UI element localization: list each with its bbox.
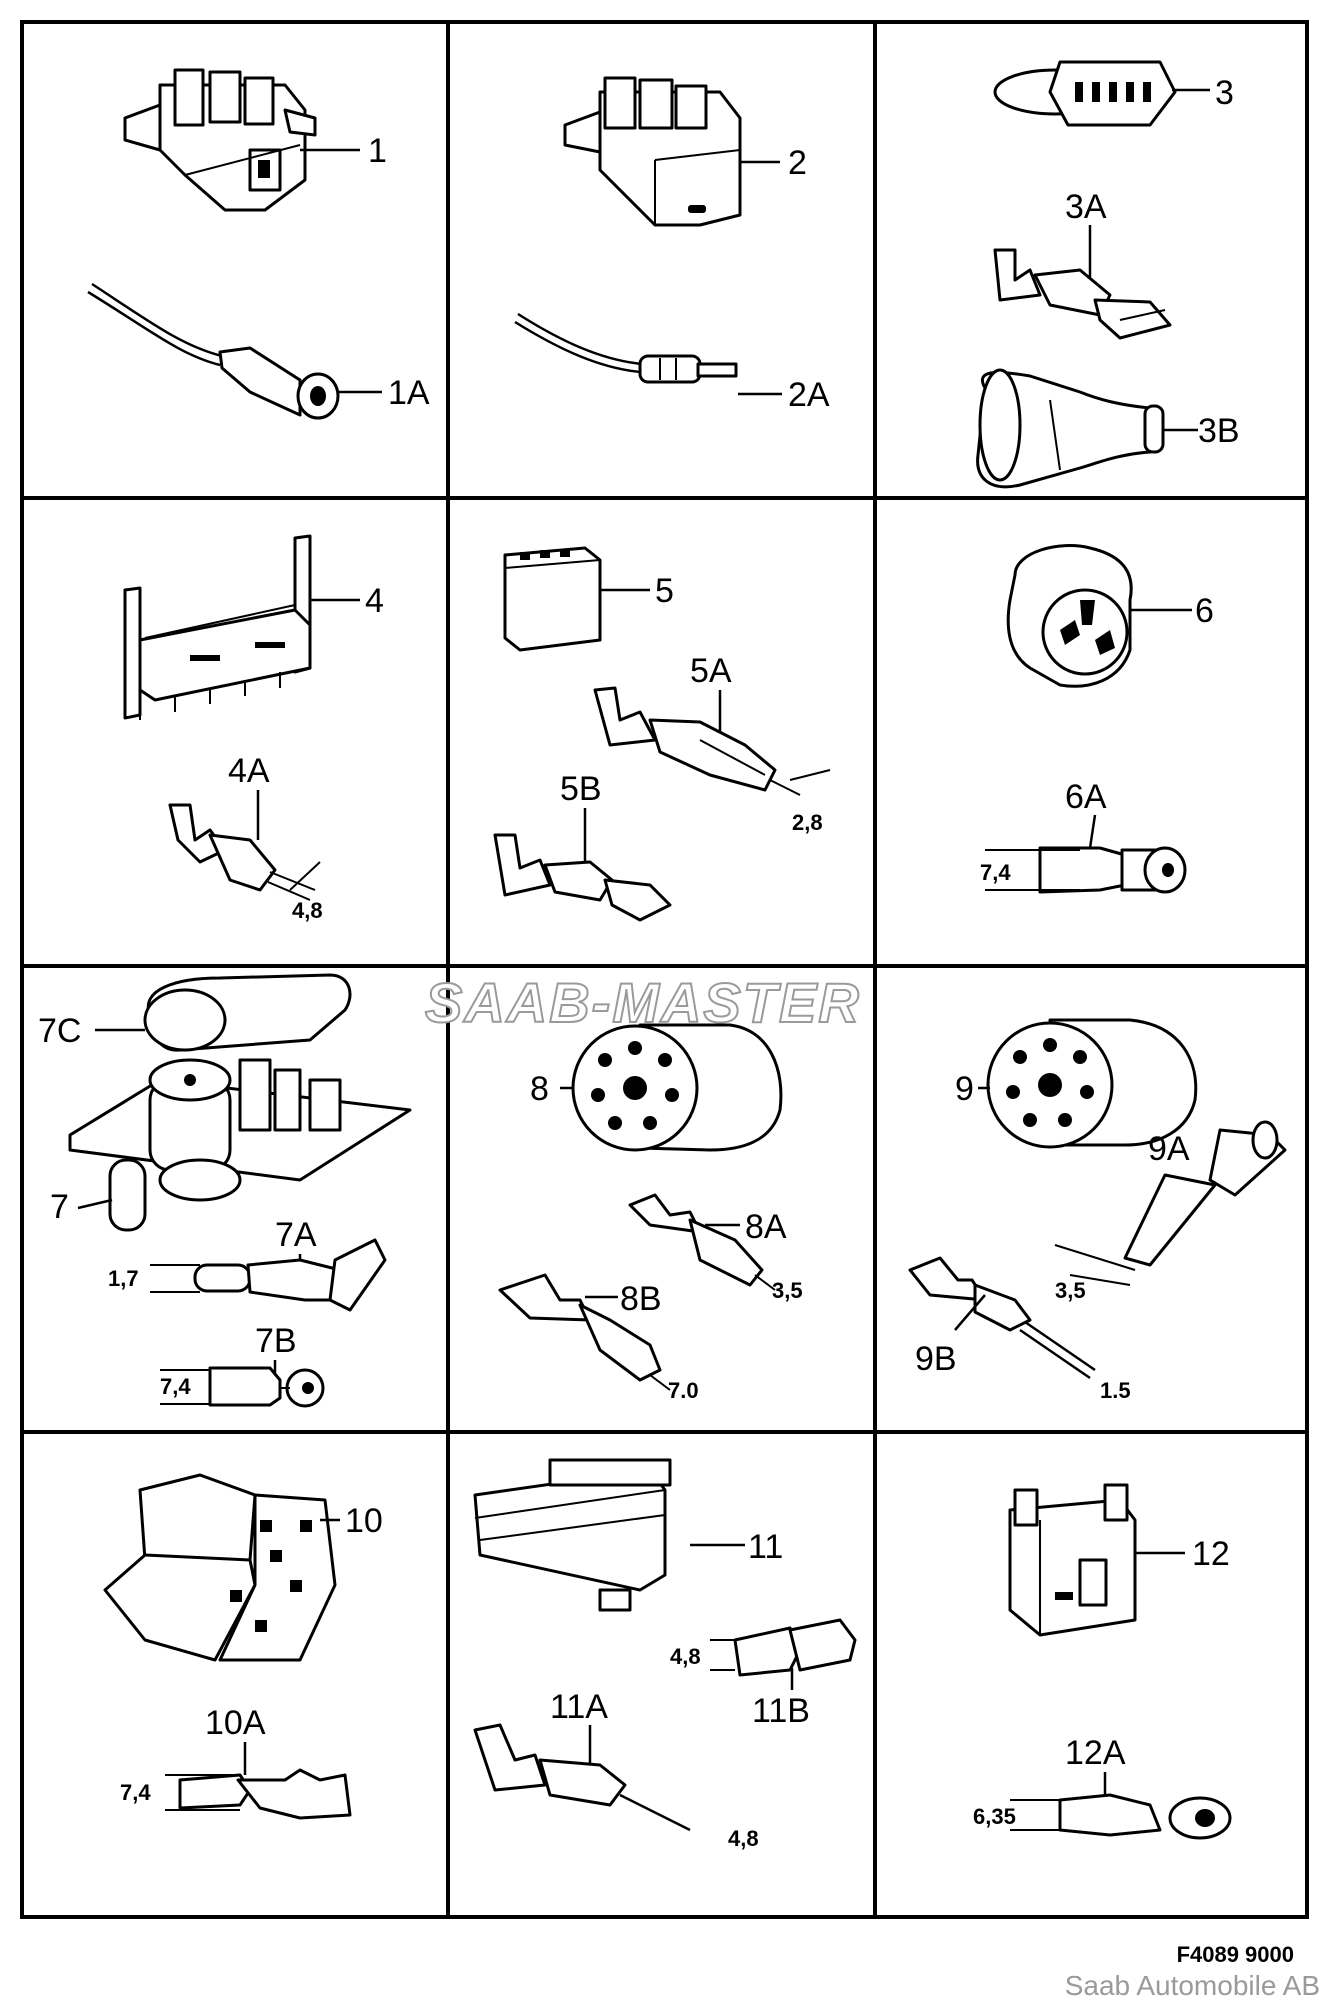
part-3a-crimp-terminal <box>993 248 1172 340</box>
part-4a-flat-terminal <box>168 803 316 901</box>
watermark: SAAB-MASTER <box>425 971 861 1034</box>
part-11-multi-connector <box>473 1458 672 1612</box>
label-9a: 9A <box>1148 1130 1190 1168</box>
part-1-connector-housing <box>123 68 317 212</box>
dim-11a: 4,8 <box>728 1826 759 1851</box>
part-3-connector-housing <box>993 60 1177 127</box>
dim-4a: 4,8 <box>292 898 323 923</box>
dim-8b: 7.0 <box>668 1378 699 1403</box>
label-11b: 11B <box>752 1692 810 1730</box>
label-4a: 4A <box>228 752 270 790</box>
label-6a: 6A <box>1065 778 1107 816</box>
label-5a: 5A <box>690 652 732 690</box>
dim-7b: 7,4 <box>160 1374 191 1399</box>
part-7b-round-terminal <box>208 1366 325 1408</box>
dim-line-4a <box>289 861 321 891</box>
label-12a: 12A <box>1065 1734 1126 1772</box>
part-2a-pin-terminal <box>514 312 738 384</box>
part-11b-flat-terminal <box>733 1618 857 1677</box>
label-7: 7 <box>50 1188 69 1226</box>
part-3b-rubber-boot <box>976 368 1165 489</box>
label-3: 3 <box>1215 74 1234 112</box>
label-9: 9 <box>955 1070 974 1108</box>
dim-10a: 7,4 <box>120 1780 151 1805</box>
label-5b: 5B <box>560 770 602 808</box>
label-9b: 9B <box>915 1340 957 1378</box>
leader-6a <box>1088 814 1097 849</box>
part-7c-cover <box>143 973 352 1052</box>
label-12: 12 <box>1192 1535 1230 1573</box>
part-6-round-connector <box>1006 544 1133 688</box>
part-8b-crimp-terminal <box>498 1273 671 1391</box>
dim-9a: 3,5 <box>1055 1278 1086 1303</box>
dim-line-5a <box>789 769 831 781</box>
label-1: 1 <box>368 132 387 170</box>
label-8b: 8B <box>620 1280 662 1318</box>
part-5-connector-block <box>503 546 602 652</box>
label-3b: 3B <box>1198 412 1240 450</box>
part-7-relay-board <box>68 1058 412 1232</box>
part-9b-crimp-terminal <box>908 1256 1096 1380</box>
dim-5a: 2,8 <box>792 810 823 835</box>
part-7a-pin-terminal <box>193 1238 387 1312</box>
label-8a: 8A <box>745 1208 787 1246</box>
label-7c: 7C <box>38 1012 81 1050</box>
label-11: 11 <box>748 1528 783 1566</box>
part-1a-wire-terminal <box>87 282 340 420</box>
part-6a-round-terminal <box>1038 846 1187 894</box>
part-4-connector-frame <box>123 534 312 720</box>
leader-7 <box>77 1198 113 1210</box>
dim-9b: 1.5 <box>1100 1378 1131 1403</box>
part-10a-flat-terminal <box>178 1768 352 1820</box>
leader-9b <box>954 1294 986 1331</box>
part-11a-crimp-terminal <box>473 1723 691 1832</box>
label-2: 2 <box>788 144 807 182</box>
dim-12a: 6,35 <box>973 1804 1016 1829</box>
label-10a: 10A <box>205 1704 266 1742</box>
dim-7a: 1,7 <box>108 1266 139 1291</box>
label-7a: 7A <box>275 1216 317 1254</box>
figure-number: F4089 9000 <box>1176 1942 1294 1967</box>
label-5: 5 <box>655 572 674 610</box>
part-9a-pin-terminal <box>1123 1120 1287 1267</box>
dim-11b: 4,8 <box>670 1644 701 1669</box>
grid-frame <box>20 20 1309 1919</box>
dim-8a: 3,5 <box>772 1278 803 1303</box>
dim-line-9a-b <box>1069 1274 1131 1286</box>
label-4: 4 <box>365 582 384 620</box>
part-5a-crimp-terminal <box>593 686 801 796</box>
part-9-round-connector <box>986 1018 1198 1149</box>
label-11a: 11A <box>550 1688 608 1726</box>
label-3a: 3A <box>1065 188 1107 226</box>
dim-line-9a <box>1054 1244 1136 1271</box>
part-5b-crimp-terminal <box>493 833 672 922</box>
part-12-connector-housing <box>1008 1483 1137 1637</box>
label-8: 8 <box>530 1070 549 1108</box>
label-1a: 1A <box>388 374 430 412</box>
part-10-plug-housing <box>103 1473 337 1662</box>
label-2a: 2A <box>788 376 830 414</box>
copyright-notice: Saab Automobile AB <box>1064 1970 1320 2001</box>
label-7b: 7B <box>255 1322 297 1360</box>
dim-6a: 7,4 <box>980 860 1011 885</box>
part-2-connector-housing <box>563 76 742 227</box>
label-6: 6 <box>1195 592 1214 630</box>
part-8-round-connector <box>571 1023 783 1152</box>
part-12a-round-terminal <box>1058 1793 1232 1840</box>
label-10: 10 <box>345 1502 383 1540</box>
part-8a-crimp-terminal <box>628 1193 776 1291</box>
